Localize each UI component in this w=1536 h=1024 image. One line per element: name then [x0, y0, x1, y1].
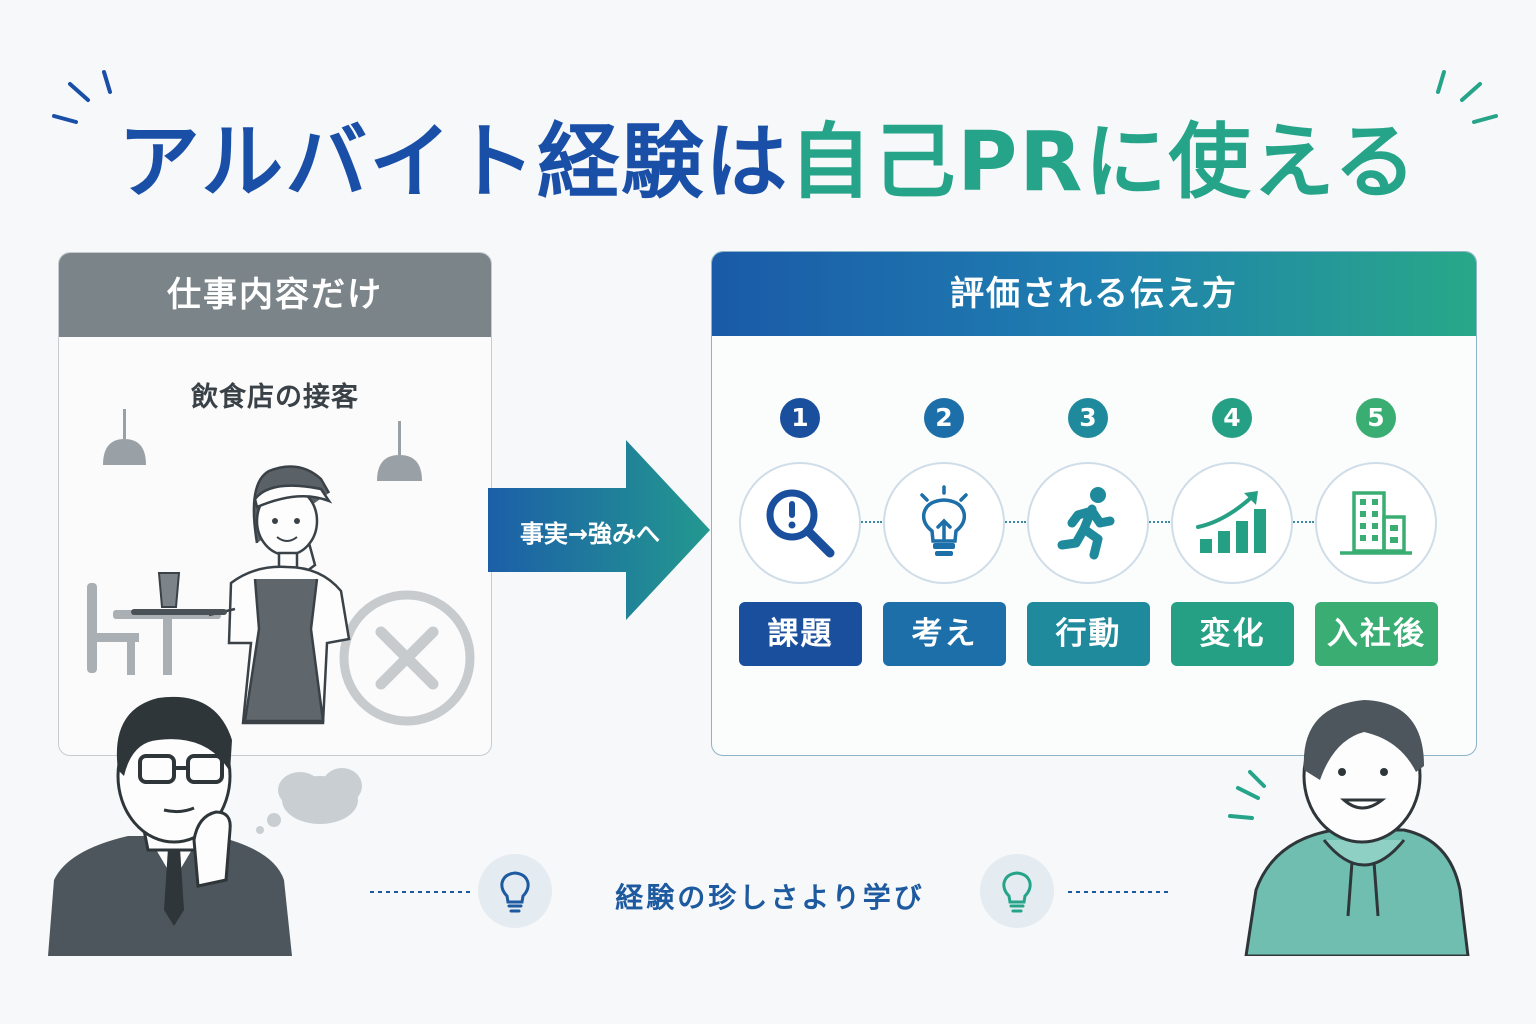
step-1-circle — [739, 462, 861, 584]
lightbulb-icon — [920, 485, 968, 556]
right-panel: 評価される伝え方 1 課題 2 考え 3 — [711, 251, 1477, 756]
title-part1: アルバイト経験は — [118, 115, 790, 210]
office-building-icon — [1340, 491, 1412, 555]
lightbulb-icon — [500, 871, 530, 913]
step-5-label: 入社後 — [1315, 602, 1438, 666]
bulb-badge-right — [980, 854, 1054, 928]
connector-3-4 — [1146, 521, 1170, 523]
page-title: アルバイト経験は自己PRに使える — [0, 108, 1536, 218]
step-1-label: 課題 — [739, 602, 862, 666]
step-2-label: 考え — [883, 602, 1006, 666]
step-4-circle — [1171, 462, 1293, 584]
step-1-number: 1 — [780, 398, 820, 438]
bottom-dotted-line-left — [370, 891, 470, 893]
burst-left-decoration — [52, 70, 112, 124]
step-2-circle — [883, 462, 1005, 584]
left-panel: 仕事内容だけ 飲食店の接客 — [58, 252, 492, 756]
interviewer-illustration — [48, 696, 362, 956]
step-4-label: 変化 — [1171, 602, 1294, 666]
running-person-icon — [1057, 487, 1115, 560]
step-3-number: 3 — [1068, 398, 1108, 438]
burst-right-decoration — [1436, 70, 1498, 124]
step-5-circle — [1315, 462, 1437, 584]
bulb-badge-left — [478, 854, 552, 928]
step-4-number: 4 — [1212, 398, 1252, 438]
bottom-message: 経験の珍しさより学び — [615, 881, 925, 914]
arrow-label: 事実→強みへ — [519, 520, 661, 548]
step-2-number: 2 — [924, 398, 964, 438]
growth-chart-icon — [1196, 491, 1266, 553]
left-panel-subtitle: 飲食店の接客 — [191, 382, 359, 413]
transform-arrow — [488, 440, 710, 620]
connector-1-2 — [858, 521, 882, 523]
step-5-number: 5 — [1356, 398, 1396, 438]
search-alert-icon — [766, 489, 835, 558]
left-panel-header: 仕事内容だけ — [59, 253, 491, 337]
candidate-illustration — [1228, 700, 1470, 956]
bottom-dotted-line-right — [1068, 891, 1168, 893]
connector-2-3 — [1002, 521, 1026, 523]
step-3-circle — [1027, 462, 1149, 584]
title-part2: 自己PRに使える — [789, 115, 1418, 210]
lightbulb-icon — [1002, 871, 1032, 913]
step-3-label: 行動 — [1027, 602, 1150, 666]
restaurant-staff-illustration — [87, 409, 475, 726]
right-panel-header: 評価される伝え方 — [712, 252, 1476, 336]
connector-4-5 — [1290, 521, 1314, 523]
